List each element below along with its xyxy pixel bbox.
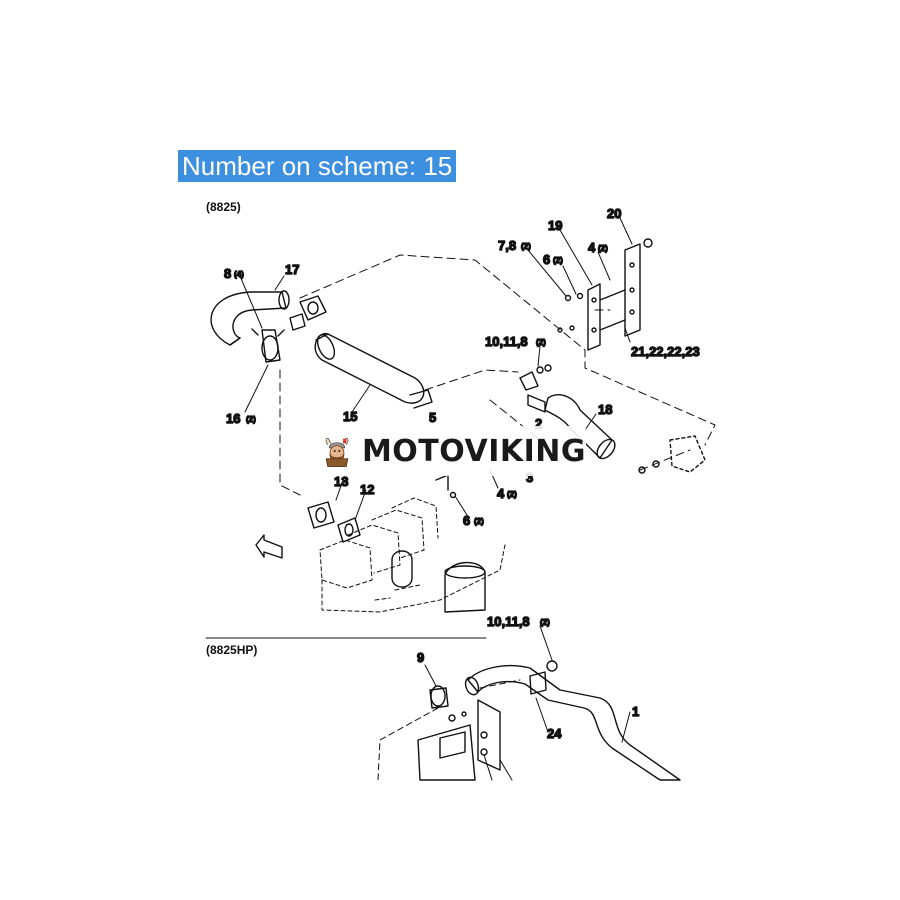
- callout-13: 13: [334, 474, 348, 489]
- qty-6-top: (2): [553, 256, 563, 265]
- bracket-2: [519, 371, 546, 413]
- callout-3: 3: [526, 470, 533, 485]
- callout-21-22-22-23: 21,22,22,23: [631, 344, 700, 359]
- tailpipe-18: [544, 394, 616, 460]
- hp-exhaust-pipe-1: [464, 665, 681, 781]
- callout-4-top: 4: [588, 240, 596, 255]
- motoviking-watermark: MOTOVIKING: [314, 426, 586, 476]
- callout-10-11-8-bottom: 10,11,8: [487, 614, 530, 629]
- clamp-16: [251, 328, 285, 363]
- engine-manifold: [307, 497, 506, 613]
- scheme-number-banner: Number on scheme: 15: [178, 150, 457, 182]
- mounting-bracket-19-20: [587, 238, 653, 351]
- qty-8: (4): [234, 270, 244, 279]
- qty-10-11-8-bottom: (2): [540, 618, 550, 627]
- callout-24: 24: [547, 726, 562, 741]
- qty-7-8: (2): [521, 242, 531, 251]
- callout-5: 5: [429, 410, 436, 425]
- watermark-text: MOTOVIKING: [361, 433, 586, 469]
- qty-4-top: (2): [598, 244, 608, 253]
- qty-16: (2): [246, 415, 256, 424]
- callout-9: 9: [417, 650, 424, 665]
- callout-17: 17: [285, 262, 299, 277]
- callout-8: 8: [224, 266, 231, 281]
- hp-dashed-lines: [377, 679, 521, 781]
- hardware-fasteners: [435, 292, 660, 499]
- hp-bracket-24: [529, 660, 558, 695]
- variant-label-8825: (8825): [206, 200, 241, 214]
- hp-clamp-9: [429, 685, 449, 709]
- callout-20: 20: [607, 206, 621, 221]
- callout-1: 1: [632, 704, 639, 719]
- muffler-15: [314, 332, 433, 409]
- callout-4-mid: 4: [497, 486, 505, 501]
- callout-6-mid: 6: [463, 513, 470, 528]
- callout-15: 15: [343, 409, 357, 424]
- callout-2: 2: [535, 416, 542, 431]
- callout-10-11-8-top: 10,11,8: [485, 334, 528, 349]
- viking-mascot-icon: [325, 437, 349, 467]
- hp-leader-lines: [424, 625, 631, 781]
- qty-6-mid: (2): [474, 517, 484, 526]
- elbow-pipe-17: [210, 290, 290, 346]
- callout-7-8: 7,8: [498, 238, 516, 253]
- callout-18: 18: [598, 402, 612, 417]
- callout-12: 12: [360, 482, 374, 497]
- qty-10-11-8-top: (2): [536, 338, 546, 347]
- tail-cover: [669, 435, 706, 473]
- variant-label-8825hp: (8825HP): [206, 643, 258, 657]
- callout-6-top: 6: [543, 252, 550, 267]
- flange-gasket: [289, 295, 327, 331]
- callout-16: 16: [226, 411, 240, 426]
- hp-mount-bracket: [417, 699, 501, 781]
- front-arrow-icon: [255, 534, 283, 559]
- callout-19: 19: [548, 218, 562, 233]
- qty-4-mid: (2): [507, 490, 517, 499]
- leader-lines: [239, 217, 633, 521]
